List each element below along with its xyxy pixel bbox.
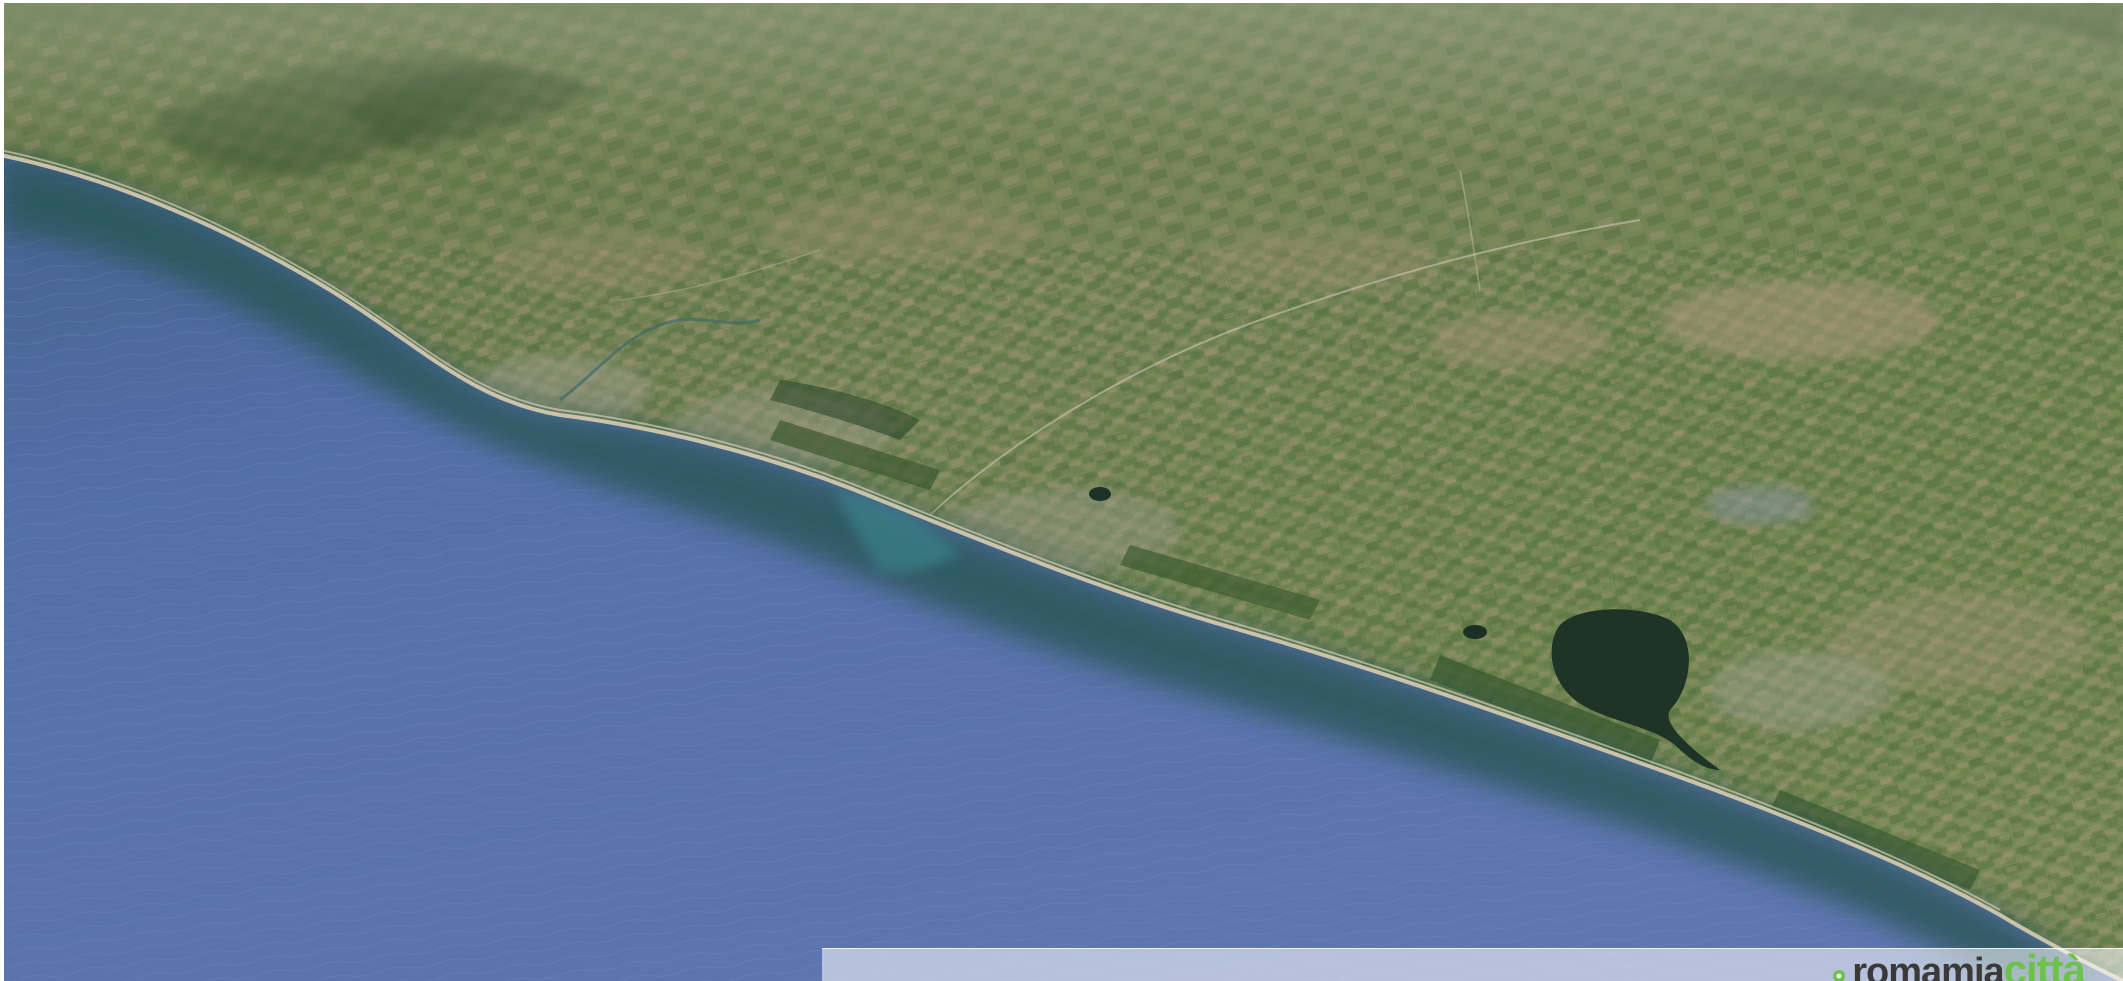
map-pin-icon (1833, 970, 1846, 981)
watermark-text-part2: città (2003, 946, 2086, 981)
watermark-logo: romamia città (1830, 946, 2086, 981)
watermark-text-part1: romamia (1852, 951, 2004, 981)
bottom-overlay-panel (822, 948, 2123, 981)
